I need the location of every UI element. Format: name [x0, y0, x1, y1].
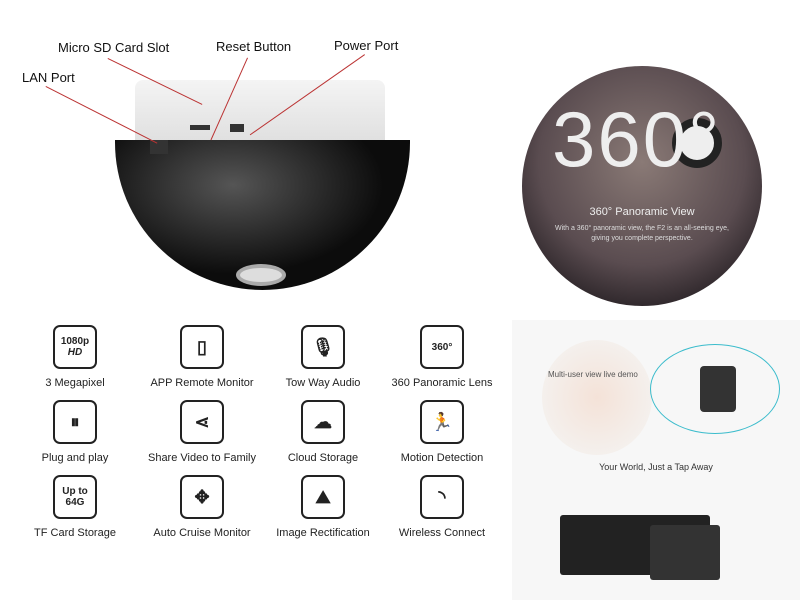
panorama-image: 360° 360° Panoramic View With a 360° pan…: [522, 66, 762, 306]
feature-label: APP Remote Monitor: [150, 377, 254, 389]
tagline: Your World, Just a Tap Away: [599, 462, 713, 472]
feature-icon-glyph: Up to 64G: [62, 486, 88, 508]
phone-icon: ▯: [180, 325, 224, 369]
feature-item: ☁ Cloud Storage: [263, 400, 383, 464]
feature-label: 360 Panoramic Lens: [391, 377, 493, 389]
callout-reset-button: Reset Button: [216, 39, 292, 54]
feature-item: 🏃 Motion Detection: [382, 400, 502, 464]
callout-power-port: Power Port: [334, 38, 399, 53]
lan-port: [150, 140, 168, 154]
feature-label: 3 Megapixel: [45, 377, 105, 389]
camera-lens: [236, 264, 286, 286]
feature-icon-glyph: ☁: [314, 411, 332, 432]
cloud-icon: ☁: [301, 400, 345, 444]
feature-item: ⏸ Plug and play: [15, 400, 135, 464]
image-icon: ⛰: [301, 475, 345, 519]
sd-slot: [190, 125, 210, 130]
feature-label: TF Card Storage: [34, 527, 116, 539]
tablet-device: [650, 525, 720, 580]
feature-icon-glyph: ⛰: [315, 486, 331, 507]
feature-icon-sub: HD: [67, 347, 83, 358]
sd-card-icon: Up to 64G: [53, 475, 97, 519]
microphone-icon: 🎙: [301, 325, 345, 369]
feature-item: ⋖ Share Video to Family: [142, 400, 262, 464]
feature-icon-glyph: ✥: [194, 486, 210, 507]
feature-icon-glyph: 🏃: [430, 411, 454, 432]
cruise-icon: ✥: [180, 475, 224, 519]
feature-icon-glyph: ▯: [197, 336, 207, 357]
phone-with-camera: [700, 366, 736, 412]
panorama-desc: With a 360° panoramic view, the F2 is an…: [555, 225, 729, 242]
feature-label: Cloud Storage: [287, 452, 359, 464]
panorama-360-text: 360°: [552, 95, 722, 183]
callout-lan-port: LAN Port: [22, 70, 75, 85]
motion-icon: 🏃: [420, 400, 464, 444]
feature-item: 🎙 Tow Way Audio: [263, 325, 383, 389]
share-icon: ⋖: [180, 400, 224, 444]
panorama-camera: [672, 118, 722, 168]
feature-label: Auto Cruise Monitor: [153, 527, 251, 539]
feature-label: Tow Way Audio: [285, 377, 361, 389]
feature-label: Image Rectification: [276, 527, 370, 539]
feature-item: ✥ Auto Cruise Monitor: [142, 475, 262, 539]
plug-play-icon: ⏸: [53, 400, 97, 444]
feature-item: Up to 64G TF Card Storage: [15, 475, 135, 539]
feature-item: 360° 360 Panoramic Lens: [382, 325, 502, 389]
feature-icon-glyph: 360°: [431, 341, 453, 353]
camera-image: LAN Port Micro SD Card Slot Reset Button…: [0, 0, 510, 300]
feature-icon-glyph: ⋖: [194, 411, 210, 432]
user-ring: [650, 344, 780, 434]
panorama-icon: 360°: [420, 325, 464, 369]
feature-icon-glyph: ◝: [438, 486, 446, 507]
feature-label: Plug and play: [41, 452, 109, 464]
feature-item: ⛰ Image Rectification: [263, 475, 383, 539]
feature-label: Wireless Connect: [398, 527, 486, 539]
feature-icon-glyph: 🎙: [311, 336, 335, 357]
power-port: [230, 124, 244, 132]
feature-item: ▯ APP Remote Monitor: [142, 325, 262, 389]
panorama-title: 360° Panoramic View: [589, 206, 695, 218]
callout-sd-slot: Micro SD Card Slot: [58, 40, 170, 55]
feature-label: Motion Detection: [400, 452, 484, 464]
wireless-icon: ◝: [420, 475, 464, 519]
feature-item: ◝ Wireless Connect: [382, 475, 502, 539]
baby-photo: [542, 340, 652, 455]
feature-icon-glyph: ⏸: [70, 411, 80, 432]
demo-title: Multi-user view live demo: [548, 370, 638, 379]
feature-icon-glyph: 1080p: [60, 336, 90, 347]
app-demo-image: Multi-user view live demo Your World, Ju…: [512, 320, 800, 600]
feature-label: Share Video to Family: [147, 452, 257, 464]
